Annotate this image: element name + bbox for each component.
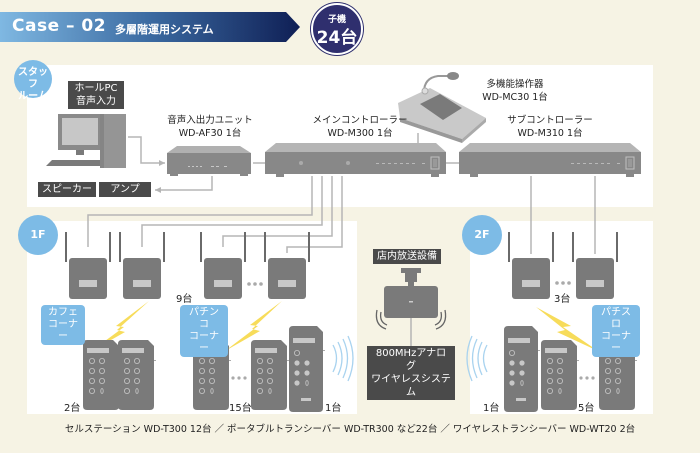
- sub-controller-label: サブコントローラー WD-M310 1台: [500, 114, 600, 140]
- page-title: 多層階運用システム: [115, 23, 214, 36]
- equipment-summary: セルステーション WD-T300 12台 ／ ポータブルトランシーバー WD-T…: [64, 424, 636, 435]
- floor1-label: 1F: [18, 215, 58, 255]
- floor1-text: 1F: [30, 228, 46, 241]
- pachinko-line2: コーナー: [189, 331, 219, 354]
- pc-icon: [46, 114, 126, 168]
- staff-room-line1: スタッフ: [18, 67, 48, 90]
- ellipsis-dots: [231, 376, 247, 380]
- lightning-icon: [536, 307, 598, 351]
- cables: [82, 133, 596, 346]
- pachinko-terminal-count: 15台: [229, 403, 252, 414]
- f2-terminals: [503, 325, 638, 413]
- staff-room-label: スタッフ ルーム: [14, 60, 52, 102]
- f2-cell-station-count: 3台: [554, 294, 571, 305]
- cafe-terminal-count: 2台: [64, 403, 81, 414]
- case-banner: Case – 02 多層階運用システム: [0, 12, 300, 42]
- f2-wireless-count: 1台: [483, 403, 500, 414]
- radio-waves-left: [332, 335, 354, 382]
- main-controller-name: メインコントローラー: [312, 115, 408, 126]
- sub-controller-model: WD-M310 1台: [517, 128, 583, 139]
- console-label: 多機能操作器 WD-MC30 1台: [470, 78, 560, 104]
- cable-f1-2: [141, 176, 323, 247]
- cell-station-icon: [572, 232, 618, 299]
- pachislot-line1: パチスロ: [601, 307, 631, 330]
- cell-station-icon: [264, 232, 310, 299]
- cable-audio-amp: [155, 176, 213, 191]
- speaker-label: スピーカー: [38, 182, 96, 197]
- case-label: Case – 02: [12, 16, 107, 36]
- cell-station-icon: [200, 232, 246, 299]
- badge-count: 24台: [316, 28, 358, 48]
- multi-function-console-icon: [398, 72, 486, 143]
- ellipsis-dots: [579, 376, 595, 380]
- cable-f1-3: [222, 176, 333, 247]
- wireless-transceiver-icon: [503, 325, 541, 413]
- hall-pc-label: ホールPC 音声入力: [68, 81, 124, 109]
- portable-transceiver-icon: [82, 339, 122, 411]
- hall-pc-line1: ホールPC: [74, 83, 118, 94]
- lightning-bolts: [90, 301, 598, 352]
- analog-system-line2: ワイヤレスシステム: [371, 374, 451, 398]
- pachinko-line1: パチンコ: [189, 307, 219, 330]
- sub-controller-icon: [459, 143, 641, 177]
- f1-cell-stations: [65, 232, 310, 299]
- f2-cell-stations: [508, 232, 618, 299]
- f1-wireless-count: 1台: [325, 403, 342, 414]
- floor2-text: 2F: [474, 228, 490, 241]
- cell-station-icon: [119, 232, 165, 299]
- cable-f1-1: [87, 176, 313, 247]
- arrow-to-audio-unit: [159, 160, 165, 166]
- arrow-to-amp: [155, 187, 161, 193]
- cell-station-icon: [508, 232, 554, 299]
- cafe-line1: カフェ: [48, 307, 78, 318]
- pachislot-corner-label: パチスロ コーナー: [592, 305, 640, 357]
- staff-room-line2: ルーム: [18, 91, 48, 102]
- audio-unit-model: WD-AF30 1台: [178, 128, 242, 139]
- f1-cell-station-count: 9台: [176, 294, 193, 305]
- cell-station-icon: [65, 232, 111, 299]
- sub-controller-name: サブコントローラー: [507, 115, 593, 126]
- cable-pc-audio: [128, 136, 165, 164]
- main-controller-model: WD-M300 1台: [327, 128, 393, 139]
- ellipsis-dots: [555, 281, 571, 285]
- pachinko-corner-label: パチンコ コーナー: [180, 305, 228, 357]
- audio-io-unit-icon: [167, 146, 251, 176]
- portable-transceiver-icon: [117, 339, 157, 411]
- analog-system-label: 800MHzアナログ ワイヤレスシステム: [367, 346, 455, 400]
- console-model: WD-MC30 1台: [482, 92, 548, 103]
- lightning-icon: [225, 301, 282, 351]
- portable-transceiver-icon: [250, 339, 290, 411]
- main-controller-icon: [265, 143, 446, 177]
- amp-label: アンプ: [99, 182, 151, 197]
- broadcast-speaker-icon: [375, 268, 447, 330]
- main-controller-label: メインコントローラー WD-M300 1台: [305, 114, 415, 140]
- pachislot-terminal-count: 5台: [578, 403, 595, 414]
- radio-waves-right: [466, 335, 488, 382]
- broadcast-equipment-label: 店内放送設備: [373, 249, 441, 264]
- cafe-terminals: [82, 339, 157, 411]
- wireless-transceiver-icon: [288, 325, 326, 413]
- console-name: 多機能操作器: [486, 79, 544, 90]
- cafe-line2: コーナー: [48, 319, 78, 342]
- badge-top-label: 子機: [327, 15, 346, 25]
- portable-transceiver-icon: [540, 339, 580, 411]
- audio-unit-label: 音声入出力ユニット WD-AF30 1台: [160, 114, 260, 140]
- cafe-corner-label: カフェ コーナー: [41, 305, 85, 345]
- audio-unit-name: 音声入出力ユニット: [167, 115, 253, 126]
- pachinko-terminals: [192, 339, 290, 411]
- hall-pc-line2: 音声入力: [76, 96, 116, 107]
- cable-f1-4: [286, 176, 343, 253]
- analog-system-line1: 800MHzアナログ: [375, 348, 447, 372]
- floor2-label: 2F: [462, 215, 502, 255]
- unit-count-badge: 子機 24台: [311, 3, 363, 55]
- pachislot-line2: コーナー: [601, 331, 631, 354]
- lightning-icon: [90, 301, 149, 352]
- ellipsis-dots: [247, 282, 263, 286]
